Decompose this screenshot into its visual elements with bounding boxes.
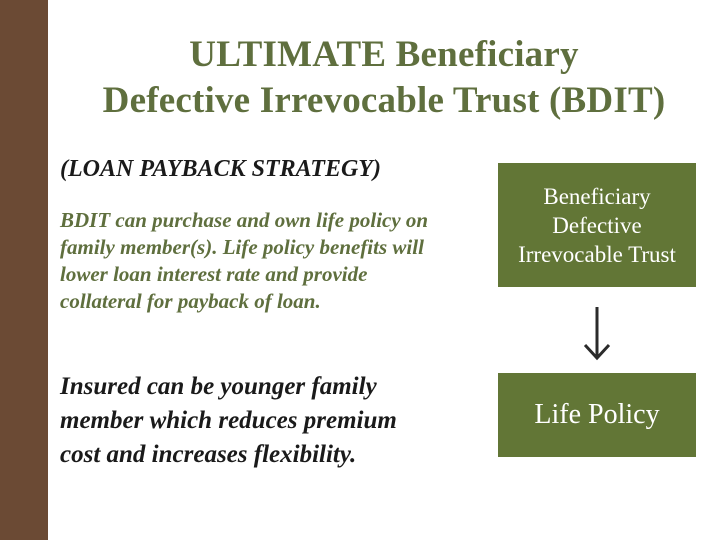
strategy-description-line-4: collateral for payback of loan. [60, 289, 321, 313]
trust-box: Beneficiary Defective Irrevocable Trust [498, 163, 696, 287]
strategy-description: BDIT can purchase and own life policy on… [60, 207, 500, 315]
left-sidebar-band [0, 0, 48, 540]
slide-title: ULTIMATE Beneficiary Defective Irrevocab… [48, 32, 720, 124]
strategy-description-line-3: lower loan interest rate and provide [60, 262, 368, 286]
trust-box-line-2: Defective [552, 212, 642, 238]
slide-subtitle: (LOAN PAYBACK STRATEGY) [60, 156, 381, 182]
insured-note-line-1: Insured can be younger family [60, 373, 377, 400]
slide-title-line-2: Defective Irrevocable Trust (BDIT) [102, 80, 666, 121]
trust-box-line-3: Irrevocable Trust [518, 241, 676, 267]
trust-box-line-1: Beneficiary [543, 183, 651, 209]
insured-note-line-3: cost and increases flexibility. [60, 441, 357, 468]
life-policy-box: Life Policy [498, 373, 696, 457]
strategy-description-line-2: family member(s). Life policy benefits w… [60, 235, 424, 259]
insured-note-line-2: member which reduces premium [60, 407, 397, 434]
life-policy-box-label: Life Policy [534, 399, 660, 430]
slide-title-line-1: ULTIMATE Beneficiary [189, 34, 579, 75]
strategy-description-line-1: BDIT can purchase and own life policy on [60, 208, 429, 232]
arrow-down-icon [583, 307, 611, 361]
insured-note: Insured can be younger family member whi… [60, 370, 490, 472]
